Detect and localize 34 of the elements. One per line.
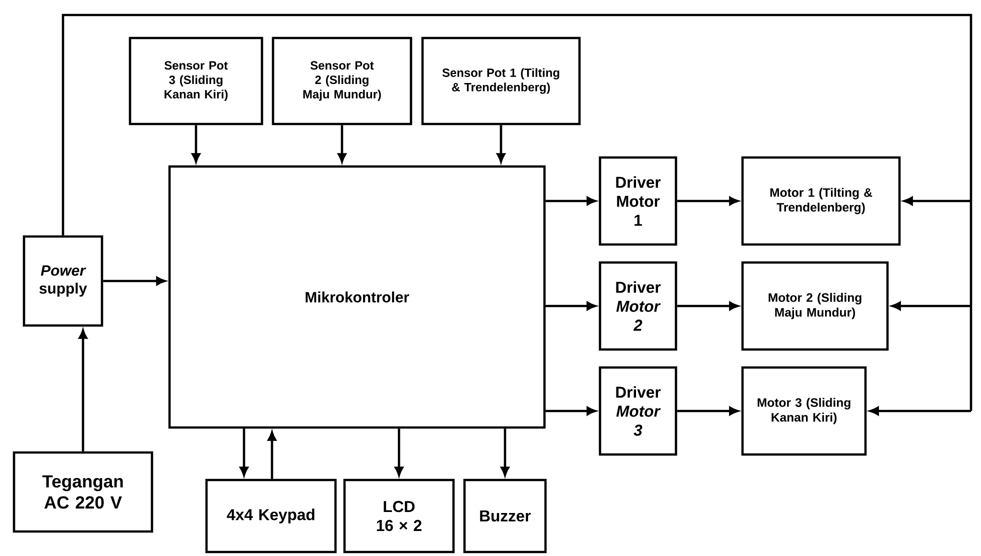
arrow [546, 302, 596, 310]
power-supply-box: Power supply [22, 235, 104, 327]
voltage-source-box: Tegangan AC 220 V [12, 451, 154, 533]
arrow [500, 428, 510, 476]
buzzer-box: Buzzer [463, 478, 547, 554]
sensor-box: Sensor Pot 3 (Sliding Kanan Kiri) [128, 36, 264, 126]
driver-box: Driver Motor 1 [598, 156, 678, 246]
arrow [192, 125, 200, 162]
arrow [496, 125, 506, 162]
arrow [677, 302, 738, 310]
arrow [892, 302, 971, 310]
driver-box: Driver Motor 3 [598, 366, 678, 456]
keypad-box: 4x4 Keypad [205, 478, 337, 554]
motor-box: Motor 2 (Sliding Maju Mundur) [741, 261, 889, 351]
lcd-box: LCD 16 × 2 [343, 478, 455, 554]
arrow [394, 428, 404, 476]
motor-box: Motor 1 (Tilting & Trendelenberg) [741, 156, 901, 246]
arrow [546, 406, 596, 416]
power-line [62, 14, 972, 411]
arrow [546, 196, 596, 206]
sensor-box: Sensor Pot 1 (Tilting & Trendelenberg) [421, 36, 581, 126]
arrow [904, 196, 971, 206]
sensor-box: Sensor Pot 2 (Sliding Maju Mundur) [272, 36, 412, 126]
arrow [78, 330, 88, 452]
arrow [677, 406, 738, 416]
driver-box: Driver Motor 2 [598, 261, 678, 351]
arrow [268, 432, 276, 479]
microcontroller-box: Mikrokontroler [168, 165, 546, 429]
arrow [103, 276, 166, 286]
arrow [240, 428, 248, 476]
motor-box: Motor 3 (Sliding Kanan Kiri) [741, 366, 867, 456]
arrow [870, 406, 971, 416]
arrow [677, 196, 738, 206]
arrow [338, 125, 346, 162]
